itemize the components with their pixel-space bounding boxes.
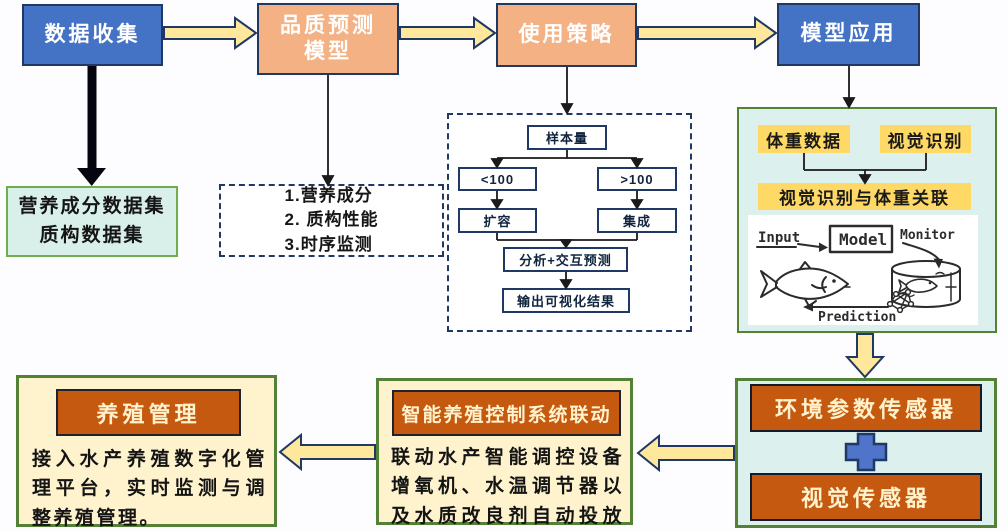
node-quality-prediction-model: 品质预测模型 bbox=[257, 3, 399, 75]
gt100-label: >100 bbox=[620, 171, 654, 187]
vision-weight-link-label: 视觉识别与体重关联 bbox=[779, 189, 950, 208]
smart-control-body: 联动水产智能调控设备增氧机、水温调节器以及水质改良剂自动投放装置。 bbox=[391, 447, 624, 527]
factor-item-3: 3.时序监测 bbox=[284, 234, 373, 254]
factors-box: 1.营养成分 2. 质构性能 3.时序监测 bbox=[219, 184, 444, 257]
environment-sensor-label: 环境参数传感器 bbox=[774, 397, 957, 422]
arrow-control-to-management-icon bbox=[278, 432, 376, 472]
dataset-line-1: 营养成分数据集 bbox=[18, 196, 166, 217]
flow-node-expand: 扩容 bbox=[458, 208, 537, 233]
arrow-model-to-strategy-icon bbox=[399, 16, 497, 50]
lt100-label: <100 bbox=[480, 171, 515, 187]
arrow-panel-to-sensors-icon bbox=[844, 333, 886, 379]
flow-node-analyze-predict: 分析+交互预测 bbox=[503, 247, 628, 272]
node-quality-prediction-model-label: 品质预测模型 bbox=[280, 13, 376, 63]
dataset-box: 营养成分数据集 质构数据集 bbox=[6, 186, 178, 257]
output-visualization-label: 输出可视化结果 bbox=[516, 294, 615, 309]
vision-sensor-label: 视觉传感器 bbox=[800, 486, 931, 511]
farming-management-body: 接入水产养殖数字化管理平台，实时监测与调整养殖管理。 bbox=[32, 449, 267, 529]
arrow-collect-to-model-icon bbox=[163, 16, 258, 50]
factor-item-1: 1.营养成分 bbox=[284, 186, 373, 206]
smart-control-title: 智能养殖控制系统联动 bbox=[401, 404, 612, 426]
factor-item-2: 2. 质构性能 bbox=[284, 210, 379, 230]
diagram-input-label: Input bbox=[758, 230, 800, 246]
smart-control-header: 智能养殖控制系统联动 bbox=[392, 390, 621, 436]
flow-node-lt100: <100 bbox=[458, 167, 537, 191]
arrow-collect-to-dataset-icon bbox=[77, 66, 106, 186]
vision-recognition-box: 视觉识别 bbox=[880, 125, 971, 153]
sample-size-label: 样本量 bbox=[545, 131, 588, 146]
smart-control-box: 智能养殖控制系统联动 联动水产智能调控设备增氧机、水温调节器以及水质改良剂自动投… bbox=[376, 378, 633, 527]
node-usage-strategy-label: 使用策略 bbox=[518, 22, 615, 46]
analyze-predict-label: 分析+交互预测 bbox=[519, 253, 612, 268]
arrow-strategy-to-apply-icon bbox=[637, 16, 778, 50]
vision-weight-link-box: 视觉识别与体重关联 bbox=[758, 183, 971, 210]
fish-model-illustration: Input Model Monitor Prediction bbox=[748, 215, 978, 325]
weight-data-label: 体重数据 bbox=[766, 131, 842, 151]
environment-sensor-box: 环境参数传感器 bbox=[750, 384, 982, 432]
diagram-monitor-label: Monitor bbox=[900, 228, 955, 243]
vision-recognition-label: 视觉识别 bbox=[887, 131, 964, 151]
dataset-line-2: 质构数据集 bbox=[39, 224, 145, 246]
expand-label: 扩容 bbox=[483, 214, 512, 229]
vision-sensor-box: 视觉传感器 bbox=[750, 473, 982, 521]
arrow-sensors-to-control-icon bbox=[636, 433, 735, 473]
node-data-collection-label: 数据收集 bbox=[44, 22, 141, 46]
node-model-application: 模型应用 bbox=[777, 3, 920, 66]
farming-management-title: 养殖管理 bbox=[96, 401, 201, 427]
weight-data-box: 体重数据 bbox=[758, 125, 850, 153]
farming-management-box: 养殖管理 接入水产养殖数字化管理平台，实时监测与调整养殖管理。 bbox=[16, 375, 277, 529]
flow-node-output-visualization: 输出可视化结果 bbox=[502, 288, 630, 313]
node-data-collection: 数据收集 bbox=[22, 4, 163, 66]
flow-node-sample-size: 样本量 bbox=[527, 125, 607, 150]
flow-node-ensemble: 集成 bbox=[597, 208, 677, 233]
diagram-prediction-label: Prediction bbox=[818, 310, 896, 325]
node-usage-strategy: 使用策略 bbox=[496, 3, 637, 67]
farming-management-header: 养殖管理 bbox=[56, 389, 241, 436]
diagram-model-label: Model bbox=[839, 230, 887, 249]
flow-node-gt100: >100 bbox=[597, 167, 677, 191]
ensemble-label: 集成 bbox=[622, 214, 651, 229]
node-model-application-label: 模型应用 bbox=[800, 22, 897, 46]
fish-model-illustration-svg: Input Model Monitor Prediction bbox=[756, 224, 961, 325]
